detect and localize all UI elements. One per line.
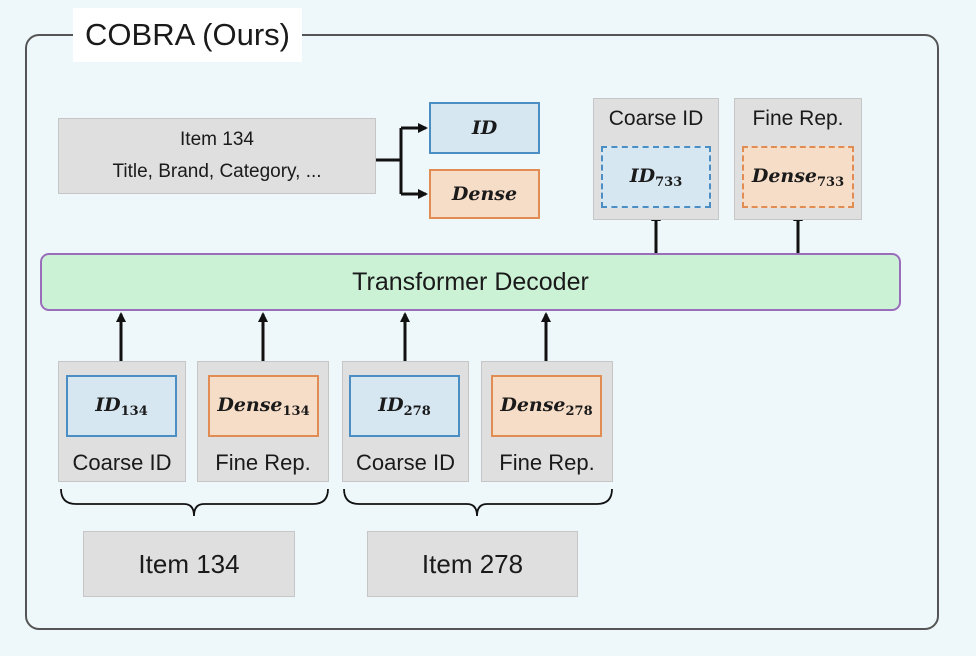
input-token-4-name: Dense xyxy=(500,393,566,416)
item-box-278: Item 278 xyxy=(367,531,578,597)
input-token-3: ID278 xyxy=(349,375,460,437)
coarse-output-token-name: ID xyxy=(629,164,656,187)
item-box-134-label: Item 134 xyxy=(138,548,240,579)
coarse-output-title: Coarse ID xyxy=(608,107,704,130)
cobra-frame xyxy=(25,34,939,630)
transformer-decoder: Transformer Decoder xyxy=(40,253,901,311)
fine-output-token: Dense733 xyxy=(742,146,854,208)
item-box-278-label: Item 278 xyxy=(421,548,524,579)
fine-output-token-sub: 733 xyxy=(817,174,845,190)
tokenizer-id-box: ID xyxy=(429,102,540,154)
input-token-1-name: ID xyxy=(95,393,121,416)
input-caption-3: Coarse ID xyxy=(355,450,456,475)
fine-output-token-name: Dense xyxy=(751,164,818,187)
input-caption-2: Fine Rep. xyxy=(215,450,311,475)
input-token-1: ID134 xyxy=(66,375,177,437)
coarse-output-token-sub: 733 xyxy=(655,174,683,190)
input-token-3-sub: 278 xyxy=(403,403,431,419)
item-metadata-box: Item 134 Title, Brand, Category, ... xyxy=(58,118,376,194)
brace-item-278 xyxy=(343,488,613,517)
input-token-3-name: ID xyxy=(378,393,404,416)
input-token-4: Dense278 xyxy=(491,375,602,437)
input-token-1-sub: 134 xyxy=(120,403,148,419)
brace-item-134 xyxy=(60,488,329,517)
item-metadata-title: Item 134 xyxy=(180,129,254,150)
frame-title: COBRA (Ours) xyxy=(73,8,302,62)
tokenizer-id-label: ID xyxy=(471,117,498,139)
input-token-2: Dense134 xyxy=(208,375,319,437)
item-box-134: Item 134 xyxy=(83,531,295,597)
input-token-2-sub: 134 xyxy=(282,403,310,419)
fine-output-title: Fine Rep. xyxy=(752,107,844,130)
item-metadata-attributes: Title, Brand, Category, ... xyxy=(112,161,322,182)
input-caption-1: Coarse ID xyxy=(72,450,172,475)
input-caption-4: Fine Rep. xyxy=(499,450,595,475)
coarse-output-token: ID733 xyxy=(601,146,711,208)
input-token-4-sub: 278 xyxy=(565,403,593,419)
tokenizer-dense-label: Dense xyxy=(451,183,518,205)
input-token-2-name: Dense xyxy=(217,393,283,416)
tokenizer-dense-box: Dense xyxy=(429,169,540,219)
